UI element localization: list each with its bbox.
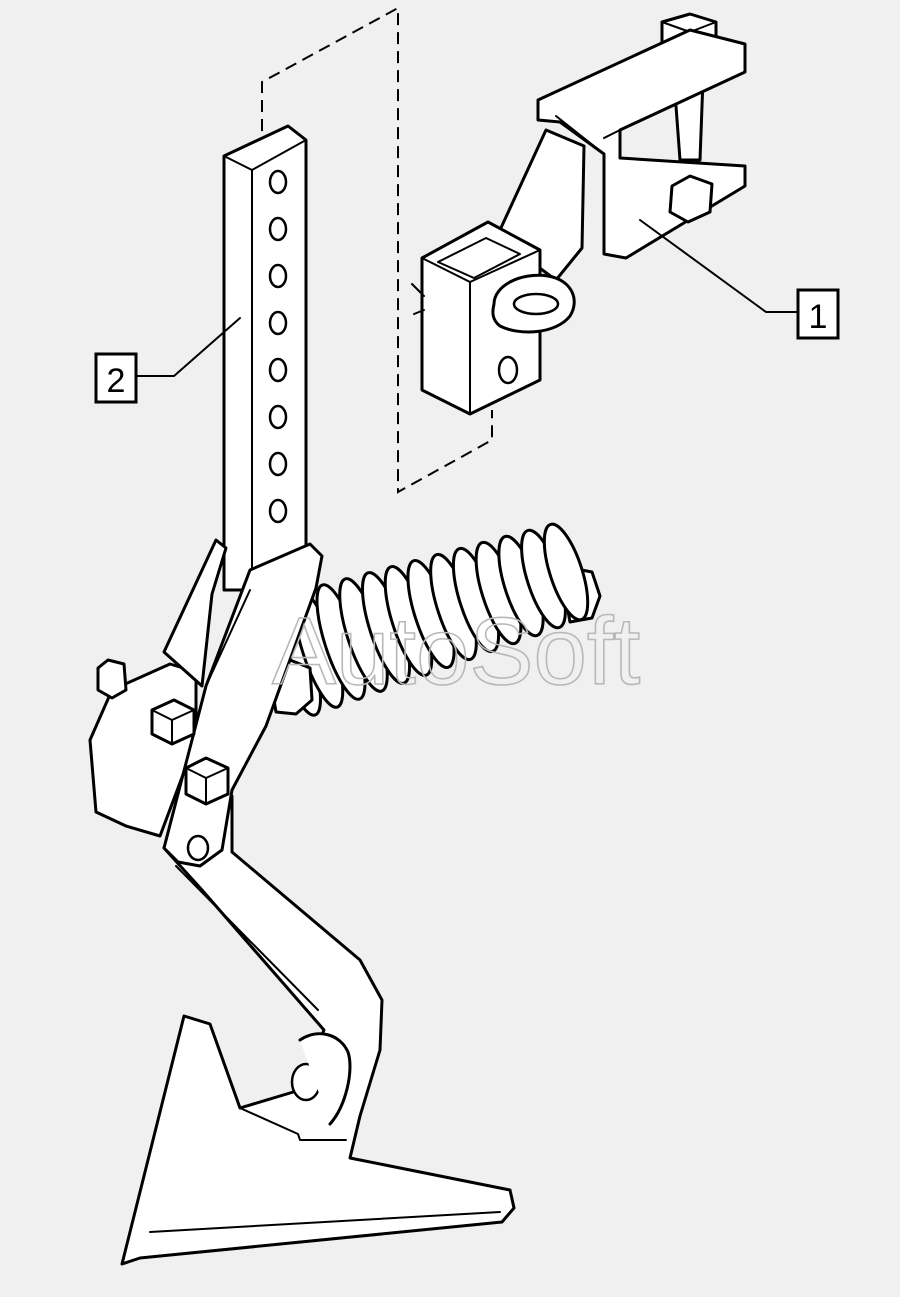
shank-hole [268,404,288,430]
shank-hole [268,169,288,195]
callout-1-box [796,288,840,340]
spring-coil [542,522,590,622]
shank-hole [268,310,288,336]
callout-2: 2 [94,317,241,404]
assembly-dashed-line [261,6,493,494]
watermark: AutoSoft [272,598,640,705]
callout-1-leader [639,219,799,313]
shank-arm [120,124,516,1266]
shank-hole [268,451,288,477]
mounting-bracket [411,12,747,416]
callout-1: 1 [639,219,840,340]
callout-1-label: 1 [809,298,828,336]
spring [268,522,602,717]
callout-2-box [94,352,138,404]
shank-hole [268,498,288,524]
shank-hole [268,263,288,289]
shank-hole [268,216,288,242]
shank-hole [268,357,288,383]
callout-2-leader [135,317,241,377]
callout-2-label: 2 [107,362,126,400]
pivot-assembly [88,538,324,868]
